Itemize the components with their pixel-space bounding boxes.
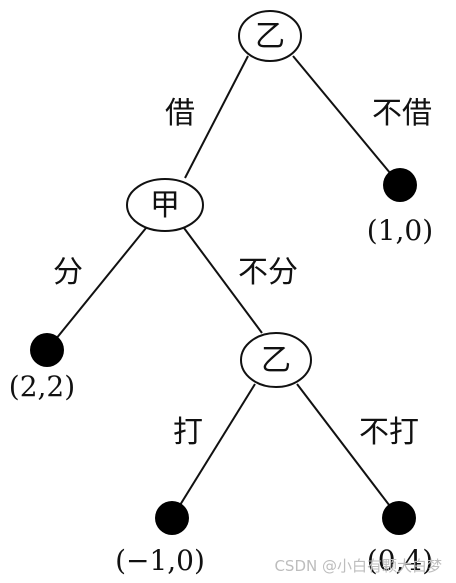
edge-label-split: 分 (53, 255, 83, 290)
edge-borrow (184, 55, 249, 179)
edge-label-fight: 打 (173, 415, 203, 450)
edge-label-borrow: 借 (165, 96, 195, 131)
edge-label-not-fight: 不打 (359, 415, 419, 450)
decision-node-jia (126, 178, 204, 232)
terminal-node-split (30, 333, 64, 367)
node-label-jia: 甲 (150, 188, 180, 223)
edge-not-fight (296, 383, 400, 519)
edge-label-not-split: 不分 (238, 255, 298, 290)
decision-node-root (238, 10, 302, 62)
decision-node-yi2 (240, 332, 312, 388)
edge-label-not-borrow: 不借 (372, 96, 432, 131)
edge-split (46, 227, 147, 351)
node-label-root: 乙 (255, 19, 285, 54)
terminal-node-fight (155, 501, 189, 535)
terminal-node-not-borrow (383, 168, 417, 202)
node-label-yi2: 乙 (261, 343, 291, 378)
edge-not-borrow (292, 55, 401, 186)
payoff-label-split: (2,2) (9, 370, 75, 403)
terminal-node-not-fight (382, 501, 416, 535)
edge-not-split (183, 227, 263, 334)
watermark-text: CSDN @小白有颗大白梦 (274, 557, 442, 575)
payoff-label-not-fight: (0,4) (367, 544, 433, 577)
edge-fight (171, 383, 256, 519)
payoff-label-not-borrow: (1,0) (367, 214, 433, 247)
payoff-label-fight: (−1,0) (115, 544, 205, 577)
